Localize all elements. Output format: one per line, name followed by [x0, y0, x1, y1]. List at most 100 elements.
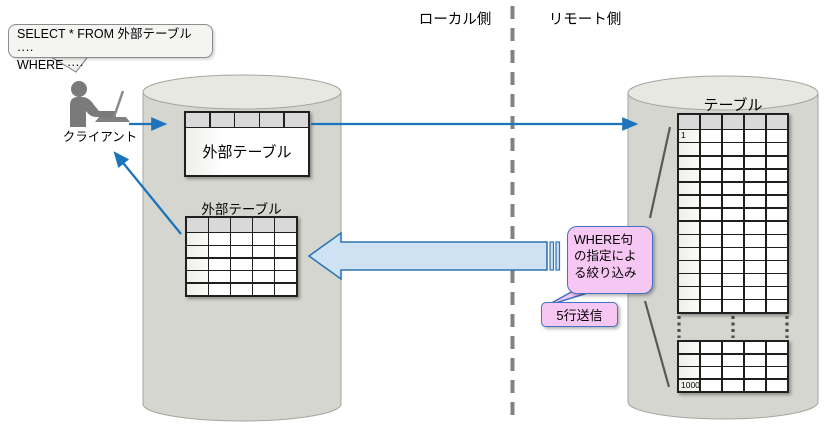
table-cell — [722, 367, 744, 379]
table-cell — [231, 283, 252, 295]
table-cell — [260, 113, 284, 127]
table-cell — [700, 287, 722, 299]
table-cell — [700, 143, 722, 156]
table-cell — [679, 287, 700, 299]
table-cell — [679, 342, 700, 354]
table-cell — [766, 143, 787, 156]
table-cell — [766, 208, 787, 221]
table-cell — [209, 218, 230, 232]
table-cell — [766, 156, 787, 169]
table-cell — [744, 367, 766, 379]
omitted-rows-dots — [677, 316, 789, 338]
remote-side-label: リモート側 — [548, 12, 622, 28]
table-cell — [284, 113, 308, 127]
table-cell — [700, 261, 722, 273]
table-cell — [766, 221, 787, 234]
table-cell — [679, 208, 700, 221]
table-cell — [744, 379, 766, 391]
table-cell — [187, 245, 208, 258]
table-cell — [722, 182, 744, 195]
table-cell — [722, 208, 744, 221]
table-cell — [187, 271, 208, 283]
table-cell — [209, 271, 230, 283]
table-cell — [722, 156, 744, 169]
table-cell — [722, 195, 744, 208]
table-cell — [235, 113, 259, 127]
table-cell — [744, 234, 766, 247]
table-cell — [722, 300, 744, 312]
remote-table-upper-grid: 1 — [677, 113, 789, 314]
table-cell — [209, 258, 230, 270]
table-cell — [744, 248, 766, 260]
cylinder-top-ellipse — [142, 74, 342, 110]
table-cell — [744, 115, 766, 129]
table-cell — [744, 354, 766, 366]
table-cell — [253, 245, 274, 258]
table-cell — [766, 274, 787, 286]
table-cell — [209, 245, 230, 258]
table-cell — [187, 258, 208, 270]
table-cell — [275, 271, 296, 283]
table-cell — [679, 234, 700, 247]
table-cell — [766, 169, 787, 182]
table-cell — [744, 208, 766, 221]
table-cell — [679, 274, 700, 286]
table-cell — [766, 342, 787, 354]
table-cell — [187, 283, 208, 295]
table-cell — [700, 234, 722, 247]
table-cell — [744, 342, 766, 354]
table-cell — [722, 379, 744, 391]
table-cell — [679, 182, 700, 195]
table-cell — [766, 367, 787, 379]
table-cell — [766, 195, 787, 208]
remote-table-lower-grid: 1000 — [677, 340, 789, 393]
block-arrow-stripe — [549, 241, 555, 271]
table-cell — [231, 245, 252, 258]
range-slash-top — [648, 126, 672, 219]
table-cell — [231, 258, 252, 270]
arrow-result-to-client — [113, 151, 182, 235]
table-cell — [700, 300, 722, 312]
table-cell — [744, 300, 766, 312]
table-cell — [253, 218, 274, 232]
table-cell — [679, 300, 700, 312]
table-cell — [766, 354, 787, 366]
range-slash-bottom — [643, 300, 671, 388]
table-cell — [275, 258, 296, 270]
table-cell — [231, 218, 252, 232]
table-cell — [700, 182, 722, 195]
table-cell — [744, 182, 766, 195]
table-cell — [209, 233, 230, 245]
client-person-icon — [70, 81, 130, 127]
sql-query-bubble: SELECT * FROM 外部テーブル ···· WHERE ···· — [8, 24, 213, 72]
table-cell — [679, 169, 700, 182]
where-filter-callout: WHERE句 の指定によ る絞り込み — [567, 226, 653, 294]
table-cell — [700, 221, 722, 234]
table-cell — [679, 248, 700, 260]
table-cell — [679, 367, 700, 379]
rows-sent-badge: 5行送信 — [541, 302, 618, 327]
table-cell — [275, 233, 296, 245]
table-cell — [679, 156, 700, 169]
table-cell — [744, 156, 766, 169]
table-cell — [679, 115, 700, 129]
table-cell — [722, 274, 744, 286]
client-label: クライアント — [62, 130, 138, 144]
table-cell — [679, 195, 700, 208]
table-cell — [700, 379, 722, 391]
table-cell — [722, 354, 744, 366]
table-cell — [722, 115, 744, 129]
table-cell — [253, 271, 274, 283]
table-cell — [722, 287, 744, 299]
table-cell — [766, 300, 787, 312]
table-cell — [679, 221, 700, 234]
table-cell — [679, 261, 700, 273]
table-cell — [700, 115, 722, 129]
table-cell — [700, 354, 722, 366]
table-cell — [766, 130, 787, 143]
table-cell — [186, 113, 210, 127]
foreign-table-result-label: 外部テーブル — [201, 202, 282, 217]
table-cell — [744, 221, 766, 234]
table-cell — [700, 195, 722, 208]
table-cell — [722, 130, 744, 143]
